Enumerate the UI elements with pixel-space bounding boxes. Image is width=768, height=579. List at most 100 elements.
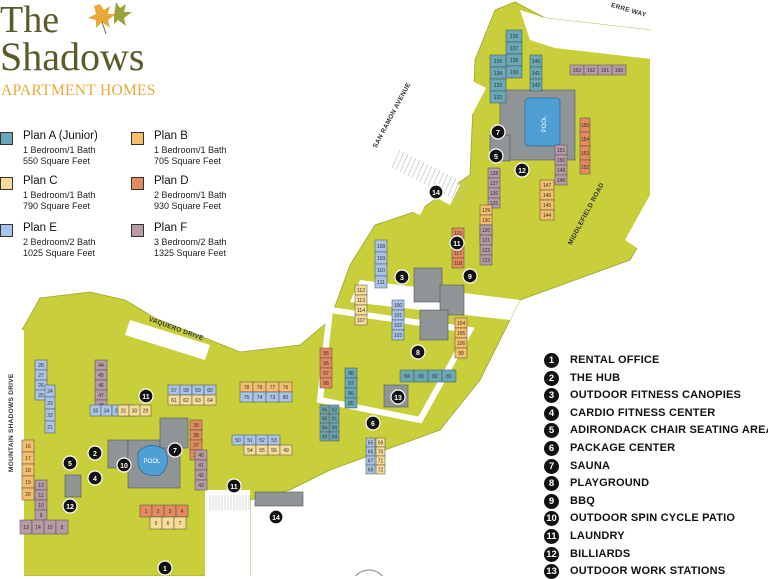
amenity-label: PLAYGROUND: [570, 477, 650, 490]
unit-number: 144: [543, 213, 552, 219]
amenity-number-badge: 2: [544, 370, 559, 386]
unit-number: 148: [557, 178, 566, 184]
plan-name: Plan E: [23, 222, 57, 234]
unit-number: 25: [38, 393, 44, 399]
pool-south-label: POOL: [144, 459, 161, 465]
pool-north: [524, 97, 561, 147]
unit-number: 138: [510, 58, 519, 64]
map-marker-number: 5: [68, 461, 72, 468]
unit-number: 42: [198, 473, 204, 479]
unit-number: 29: [143, 409, 149, 415]
unit-number: 113: [357, 298, 365, 304]
unit-number: 111: [377, 280, 385, 286]
leaf-icon: [88, 2, 132, 34]
unit-number: 93: [322, 435, 328, 441]
unit-cell: [194, 479, 208, 491]
parking-stripe: [399, 153, 409, 173]
unit-number: 76: [283, 385, 289, 391]
unit-cell: [344, 397, 358, 409]
unit-number: 14: [35, 525, 41, 531]
amenity-number-badge: 5: [544, 423, 559, 439]
map-marker-9: [462, 268, 478, 284]
plan-beds: 1 Bedroom/1 Bath: [23, 145, 96, 155]
unit-number: 96: [323, 361, 329, 367]
unit-number: 108: [377, 244, 386, 250]
amenity-building: [254, 491, 304, 507]
unit-number: 141: [532, 71, 541, 77]
unit-number: 52: [259, 438, 265, 444]
plan-swatch: [131, 224, 144, 237]
unit-number: 39: [193, 423, 199, 429]
unit-number: 51: [247, 438, 253, 444]
unit-number: 109: [377, 256, 386, 262]
unit-number: 139: [510, 70, 519, 76]
road-mountain-shadows: [10, 330, 24, 576]
unit-number: 162: [587, 68, 596, 74]
unit-number: 21: [47, 425, 53, 431]
plan-swatch: [0, 132, 13, 145]
plan-area: 930 Square Feet: [154, 201, 222, 211]
unit-number: 73: [270, 395, 276, 401]
map-marker-number: 11: [230, 484, 238, 491]
unit-cell: [365, 464, 376, 475]
unit-number: 86: [348, 391, 354, 397]
map-marker-number: 14: [432, 190, 440, 197]
unit-number: 142: [532, 83, 541, 89]
unit-number: 16: [25, 444, 31, 450]
unit-cell: [44, 420, 56, 434]
unit-number: 5: [155, 521, 158, 527]
unit-number: 79: [257, 385, 263, 391]
plan-swatch: [0, 177, 13, 190]
map-marker-2: [87, 445, 103, 461]
map-marker-14: [428, 184, 444, 200]
unit-number: 65: [368, 441, 374, 447]
amenity-building: [413, 267, 443, 303]
parking-stripe: [451, 179, 461, 199]
plan-beds: 1 Bedroom/1 Bath: [154, 145, 227, 155]
unit-number: 130: [482, 218, 491, 224]
unit-number: 10: [38, 503, 44, 509]
plan-name: Plan C: [23, 175, 58, 187]
unit-number: 47: [98, 393, 104, 399]
amenity-number-badge: 8: [544, 476, 559, 492]
unit-number: 135: [494, 59, 503, 65]
unit-number: 20: [25, 492, 31, 498]
unit-number: 58: [183, 388, 189, 394]
unit-number: 17: [25, 456, 31, 462]
unit-number: 95: [323, 351, 329, 357]
unit-number: 83: [418, 374, 424, 380]
map-marker-number: 6: [371, 421, 375, 428]
unit-number: 28: [38, 363, 44, 369]
unit-number: 118: [454, 261, 462, 267]
unit-number: 92: [332, 408, 338, 414]
unit-number: 107: [357, 318, 366, 324]
unit-number: 100: [394, 303, 403, 309]
unit-number: 104: [457, 321, 466, 327]
amenity-number-badge: 9: [544, 493, 559, 509]
map-marker-3: [394, 269, 410, 285]
plan-area: 705 Square Feet: [154, 156, 222, 166]
unit-cell: [489, 90, 507, 104]
unit-number: 11: [38, 493, 43, 499]
unit-cell: [479, 254, 493, 266]
pool-north-label: POOL: [542, 115, 548, 132]
unit-number: 154: [581, 137, 590, 143]
unit-number: 56: [271, 448, 277, 454]
amenity-label: BILLIARDS: [570, 547, 631, 560]
unit-number: 150: [557, 158, 566, 164]
map-marker-13: [390, 389, 406, 405]
plan-name: Plan D: [154, 175, 189, 187]
unit-number: 26: [38, 383, 44, 389]
unit-number: 78: [244, 385, 250, 391]
plan-area: 550 Square Feet: [23, 156, 91, 166]
map-marker-number: 14: [272, 515, 280, 522]
map-marker-number: 7: [496, 130, 500, 137]
